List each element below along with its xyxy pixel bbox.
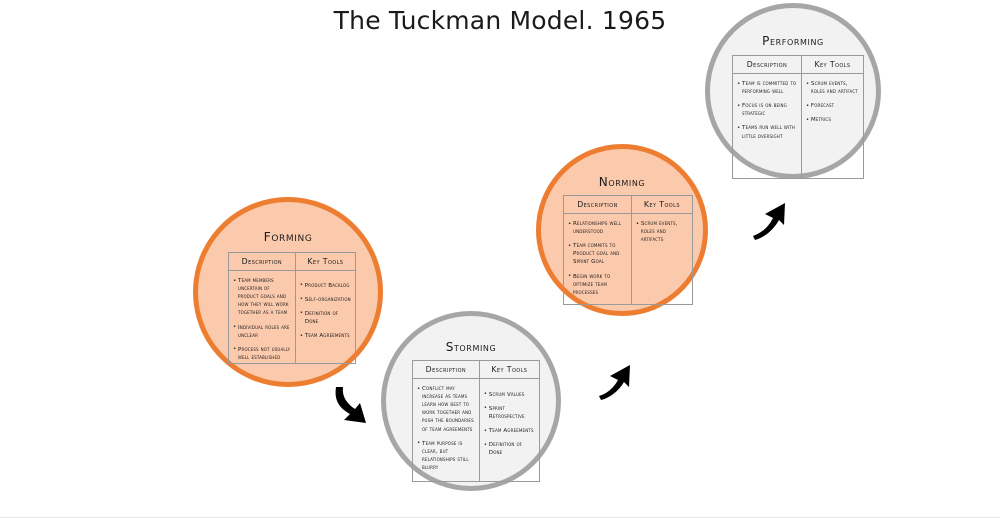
key-tools-list: Scrum Values Sprint Retrospective Team A… xyxy=(480,379,539,481)
list-item: Begin work to optimize team processes xyxy=(568,272,627,297)
list-item: Team members uncertain of product goals … xyxy=(233,277,291,318)
list-item: Metrics xyxy=(806,116,859,124)
key-tools-list: Product Backlog Self-organization Defini… xyxy=(296,271,355,363)
arrow-forming-to-storming-icon xyxy=(335,387,366,423)
column-header-description: Description xyxy=(733,56,801,74)
column-description: Description Team is committed to perform… xyxy=(733,56,802,178)
stage-label-forming: Forming xyxy=(263,229,313,244)
column-header-key-tools: Key Tools xyxy=(479,361,539,379)
description-list: Team members uncertain of product goals … xyxy=(229,271,295,366)
column-header-description: Description xyxy=(229,253,295,271)
list-item: Focus is on being strategic xyxy=(737,102,797,118)
stage-circle-performing[interactable]: Performing Description Team is committed… xyxy=(705,3,881,179)
column-header-key-tools: Key Tools xyxy=(631,196,692,214)
stage-circle-norming[interactable]: Norming Description Relationships well u… xyxy=(536,144,708,316)
list-item: Conflict may increase as teams learn how… xyxy=(417,385,475,434)
column-key-tools: Key Tools Scrum Values Sprint Retrospect… xyxy=(479,361,539,481)
list-item: Scrum Values xyxy=(484,390,535,399)
list-item: Definition of Done xyxy=(300,309,351,326)
column-header-key-tools: Key Tools xyxy=(801,56,863,74)
stage-table-norming: Description Relationships well understoo… xyxy=(563,195,693,305)
list-item: Relationships well understood xyxy=(568,219,627,236)
list-item: Scrum events, roles and artifacts xyxy=(636,219,688,244)
column-header-description: Description xyxy=(564,196,631,214)
list-item: Scrum events, roles and artifact xyxy=(806,79,859,96)
column-description: Description Team members uncertain of pr… xyxy=(229,253,296,363)
description-list: Relationships well understood Team commi… xyxy=(564,214,631,304)
key-tools-list: Scrum events, roles and artifact Forecas… xyxy=(802,74,863,178)
column-header-description: Description xyxy=(413,361,479,379)
list-item: Team Agreements xyxy=(484,426,535,435)
stage-label-performing: Performing xyxy=(762,34,824,48)
arrow-norming-to-performing-icon xyxy=(753,203,785,240)
column-description: Description Relationships well understoo… xyxy=(564,196,632,304)
list-item: Process not usually well established xyxy=(233,345,291,362)
column-header-key-tools: Key Tools xyxy=(295,253,355,271)
list-item: Definition of Done xyxy=(484,441,535,457)
list-item: Self-organization xyxy=(300,295,351,304)
stage-circle-forming[interactable]: Forming Description Team members uncerta… xyxy=(193,197,383,387)
stage-circle-storming[interactable]: Storming Description Conflict may increa… xyxy=(381,311,561,491)
list-item: Team is committed to performing well xyxy=(737,79,797,96)
list-item: Team purpose is clear, but relationships… xyxy=(417,439,475,472)
column-key-tools: Key Tools Scrum events, roles and artifa… xyxy=(801,56,863,178)
page-title: The Tuckman Model. 1965 xyxy=(333,6,667,35)
stage-label-norming: Norming xyxy=(598,175,646,189)
description-list: Team is committed to performing well Foc… xyxy=(733,74,801,178)
list-item: Team Agreements xyxy=(300,332,351,340)
list-item: Individual roles are unclear xyxy=(233,323,291,340)
list-item: Sprint Retrospective xyxy=(484,404,535,421)
list-item: Product Backlog xyxy=(300,281,351,290)
stage-table-storming: Description Conflict may increase as tea… xyxy=(412,360,540,482)
column-key-tools: Key Tools Scrum events, roles and artifa… xyxy=(631,196,692,304)
list-item: Team commits to Product goal and Sprint … xyxy=(568,242,627,266)
column-key-tools: Key Tools Product Backlog Self-organizat… xyxy=(295,253,355,363)
arrow-storming-to-norming-icon xyxy=(599,365,630,400)
description-list: Conflict may increase as teams learn how… xyxy=(413,379,479,481)
stage-table-performing: Description Team is committed to perform… xyxy=(732,55,864,179)
key-tools-list: Scrum events, roles and artifacts xyxy=(632,214,692,304)
stage-table-forming: Description Team members uncertain of pr… xyxy=(228,252,356,364)
list-item: Teams run well with little oversight xyxy=(737,124,797,140)
list-item: Forecast xyxy=(806,102,859,110)
column-description: Description Conflict may increase as tea… xyxy=(413,361,480,481)
stage-label-storming: Storming xyxy=(445,340,497,354)
